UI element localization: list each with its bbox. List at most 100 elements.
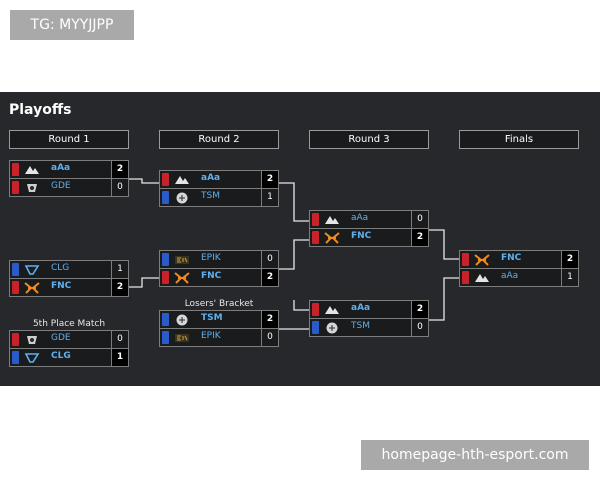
team-score: 2 bbox=[261, 311, 278, 328]
team-score: 0 bbox=[411, 319, 428, 336]
team-name: FNC bbox=[351, 231, 372, 241]
connector-r3m2-final bbox=[429, 277, 459, 321]
match-r2-2[interactable]: EPIK 0 FNC 2 bbox=[159, 250, 279, 287]
team-score: 2 bbox=[261, 269, 278, 286]
team-name: GDE bbox=[51, 333, 71, 343]
tsm-logo-icon bbox=[326, 322, 338, 334]
team-name: CLG bbox=[51, 351, 71, 361]
playoffs-panel: Playoffs Round 1 Round 2 Round 3 Finals … bbox=[0, 92, 600, 386]
match-losers-bracket[interactable]: TSM 2 EPIK 0 bbox=[159, 310, 279, 347]
aaa-logo-icon bbox=[25, 166, 39, 174]
team-name: CLG bbox=[51, 263, 70, 273]
team-name: TSM bbox=[201, 191, 220, 201]
clg-logo-icon bbox=[24, 265, 40, 275]
panel-title: Playoffs bbox=[9, 102, 72, 118]
region-flag bbox=[162, 313, 169, 326]
round-header-3: Round 3 bbox=[309, 130, 429, 149]
team-row[interactable]: aAa 0 bbox=[309, 210, 429, 229]
team-name: EPIK bbox=[201, 253, 221, 263]
team-score: 0 bbox=[111, 179, 128, 196]
region-flag bbox=[162, 253, 169, 266]
team-row[interactable]: aAa 1 bbox=[459, 269, 579, 287]
team-row[interactable]: GDE 0 bbox=[9, 330, 129, 349]
connector-r2-r3m2 bbox=[293, 300, 309, 311]
team-row[interactable]: EPIK 0 bbox=[159, 250, 279, 269]
team-row[interactable]: TSM 0 bbox=[309, 319, 429, 337]
team-row[interactable]: EPIK 0 bbox=[159, 329, 279, 347]
region-flag bbox=[312, 321, 319, 334]
region-flag bbox=[312, 303, 319, 316]
match-r1-2[interactable]: CLG 1 FNC 2 bbox=[9, 260, 129, 297]
region-flag bbox=[462, 253, 469, 266]
fnc-logo-icon bbox=[474, 254, 490, 266]
region-flag bbox=[312, 213, 319, 226]
team-name: FNC bbox=[51, 281, 72, 291]
tsm-logo-icon bbox=[176, 314, 188, 326]
region-flag bbox=[162, 173, 169, 186]
region-flag bbox=[162, 271, 169, 284]
team-row[interactable]: aAa 2 bbox=[159, 170, 279, 189]
team-name: aAa bbox=[501, 271, 519, 281]
region-flag bbox=[462, 271, 469, 284]
team-name: GDE bbox=[51, 181, 71, 191]
tsm-logo-icon bbox=[176, 192, 188, 204]
fnc-logo-icon bbox=[324, 232, 340, 244]
team-score: 0 bbox=[261, 251, 278, 268]
region-flag bbox=[12, 351, 19, 364]
team-name: EPIK bbox=[201, 331, 221, 341]
team-name: TSM bbox=[351, 321, 370, 331]
team-name: aAa bbox=[51, 163, 71, 173]
match-fifth-place[interactable]: GDE 0 CLG 1 bbox=[9, 330, 129, 367]
team-score: 0 bbox=[411, 211, 428, 228]
region-flag bbox=[12, 163, 19, 176]
region-flag bbox=[12, 281, 19, 294]
team-row[interactable]: aAa 2 bbox=[309, 300, 429, 319]
region-flag bbox=[162, 191, 169, 204]
team-score: 1 bbox=[561, 269, 578, 286]
gde-logo-icon bbox=[27, 336, 37, 344]
team-name: FNC bbox=[501, 253, 522, 263]
team-score: 2 bbox=[411, 229, 428, 246]
team-score: 1 bbox=[111, 261, 128, 278]
team-row[interactable]: FNC 2 bbox=[459, 250, 579, 269]
team-row[interactable]: FNC 2 bbox=[159, 269, 279, 287]
connector-r2m2-r3m1 bbox=[279, 239, 309, 270]
connector-r1m2-r2m2 bbox=[129, 277, 159, 288]
connector-r1m1-r2m1 bbox=[129, 178, 159, 184]
connector-r2m1-r3m1 bbox=[279, 182, 309, 222]
clg-logo-icon bbox=[24, 353, 40, 363]
epik-logo-icon bbox=[175, 334, 189, 342]
team-row[interactable]: aAa 2 bbox=[9, 160, 129, 179]
round-header-2: Round 2 bbox=[159, 130, 279, 149]
team-score: 2 bbox=[111, 279, 128, 296]
match-r1-1[interactable]: aAa 2 GDE 0 bbox=[9, 160, 129, 197]
team-row[interactable]: FNC 2 bbox=[309, 229, 429, 247]
connector-r3m1-final bbox=[429, 229, 459, 260]
region-flag bbox=[12, 181, 19, 194]
aaa-logo-icon bbox=[475, 274, 489, 282]
team-row[interactable]: TSM 1 bbox=[159, 189, 279, 207]
team-row[interactable]: GDE 0 bbox=[9, 179, 129, 197]
fnc-logo-icon bbox=[24, 282, 40, 294]
aaa-logo-icon bbox=[175, 176, 189, 184]
team-score: 0 bbox=[111, 331, 128, 348]
epik-logo-icon bbox=[175, 256, 189, 264]
gde-logo-icon bbox=[27, 184, 37, 192]
team-row[interactable]: CLG 1 bbox=[9, 349, 129, 367]
team-name: aAa bbox=[201, 173, 221, 183]
team-row[interactable]: TSM 2 bbox=[159, 310, 279, 329]
match-r3-1[interactable]: aAa 0 FNC 2 bbox=[309, 210, 429, 247]
match-r2-1[interactable]: aAa 2 TSM 1 bbox=[159, 170, 279, 207]
team-row[interactable]: FNC 2 bbox=[9, 279, 129, 297]
region-flag bbox=[12, 263, 19, 276]
region-flag bbox=[12, 333, 19, 346]
team-name: FNC bbox=[201, 271, 222, 281]
match-r3-2[interactable]: aAa 2 TSM 0 bbox=[309, 300, 429, 337]
round-header-finals: Finals bbox=[459, 130, 579, 149]
team-name: TSM bbox=[201, 313, 223, 323]
team-row[interactable]: CLG 1 bbox=[9, 260, 129, 279]
aaa-logo-icon bbox=[325, 306, 339, 314]
fifth-place-label: 5th Place Match bbox=[32, 319, 106, 329]
match-final[interactable]: FNC 2 aAa 1 bbox=[459, 250, 579, 287]
watermark-bottom: homepage-hth-esport.com bbox=[361, 440, 589, 470]
